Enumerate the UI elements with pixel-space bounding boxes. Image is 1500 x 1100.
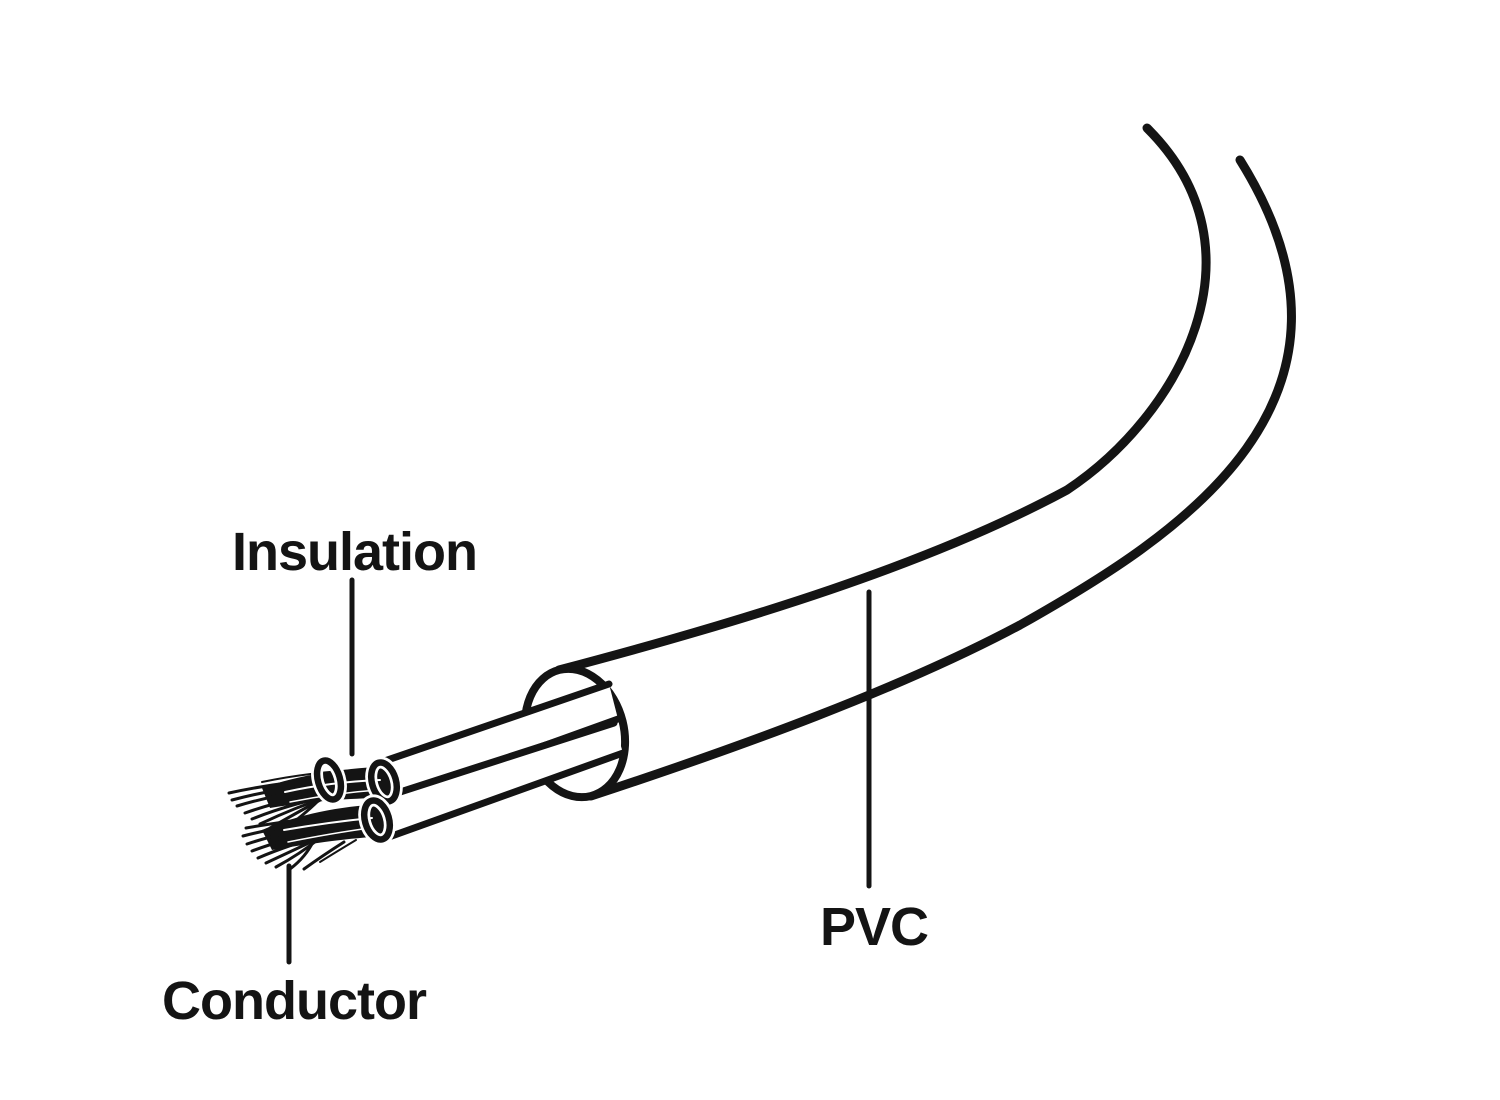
insulation-ring [313, 757, 345, 803]
insulated-wire-lower-body [366, 723, 623, 837]
insulation-label: Insulation [232, 522, 477, 582]
pvc-jacket-top-edge [554, 123, 1211, 675]
insulation-cut-face-upper [367, 759, 401, 805]
conductor-label: Conductor [162, 971, 427, 1031]
conductor-bundle-lower [241, 804, 386, 871]
insulated-wire-upper-top-edge [369, 680, 613, 769]
insulated-wire-lower-bottom-edge [385, 749, 627, 841]
insulated-wire-upper-body [373, 684, 618, 799]
pvc-jacket-bottom-edge [586, 155, 1296, 801]
insulated-wire-lower-top-edge [362, 719, 618, 807]
pvc-label: PVC [820, 897, 928, 957]
conductor-strands-lower [241, 814, 357, 871]
insulation-cut-face-lower [360, 797, 394, 843]
cable-art [227, 123, 1296, 965]
